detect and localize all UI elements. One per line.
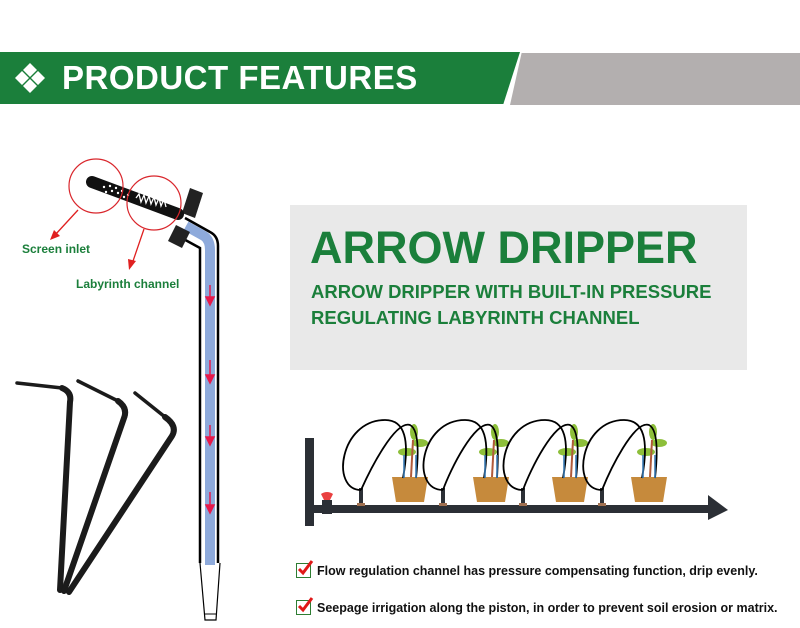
product-subtitle: ARROW DRIPPER WITH BUILT-IN PRESSURE REG… — [311, 281, 712, 328]
banner-title: PRODUCT FEATURES — [62, 59, 418, 96]
callout-screen-inlet: Screen inlet — [22, 242, 91, 256]
callout-labyrinth-channel: Labyrinth channel — [76, 277, 180, 291]
dripper-cross-section — [50, 158, 221, 621]
banner-green-band — [0, 52, 520, 104]
banner-gray-band — [510, 53, 800, 105]
irrigation-system — [305, 419, 728, 526]
arrow-dripper-stakes — [15, 379, 177, 595]
feature-text: Seepage irrigation along the piston, in … — [317, 600, 778, 615]
product-title: ARROW DRIPPER — [310, 222, 698, 273]
checkbox-checked-icon — [296, 597, 314, 615]
feature-text: Flow regulation channel has pressure com… — [317, 563, 758, 578]
checkbox-checked-icon — [296, 560, 314, 578]
feature-item: Seepage irrigation along the piston, in … — [296, 597, 778, 615]
product-info-box: ARROW DRIPPER ARROW DRIPPER WITH BUILT-I… — [290, 205, 747, 370]
section-banner: PRODUCT FEATURES — [0, 52, 800, 105]
diamond-icon — [15, 63, 45, 93]
feature-item: Flow regulation channel has pressure com… — [296, 560, 758, 578]
